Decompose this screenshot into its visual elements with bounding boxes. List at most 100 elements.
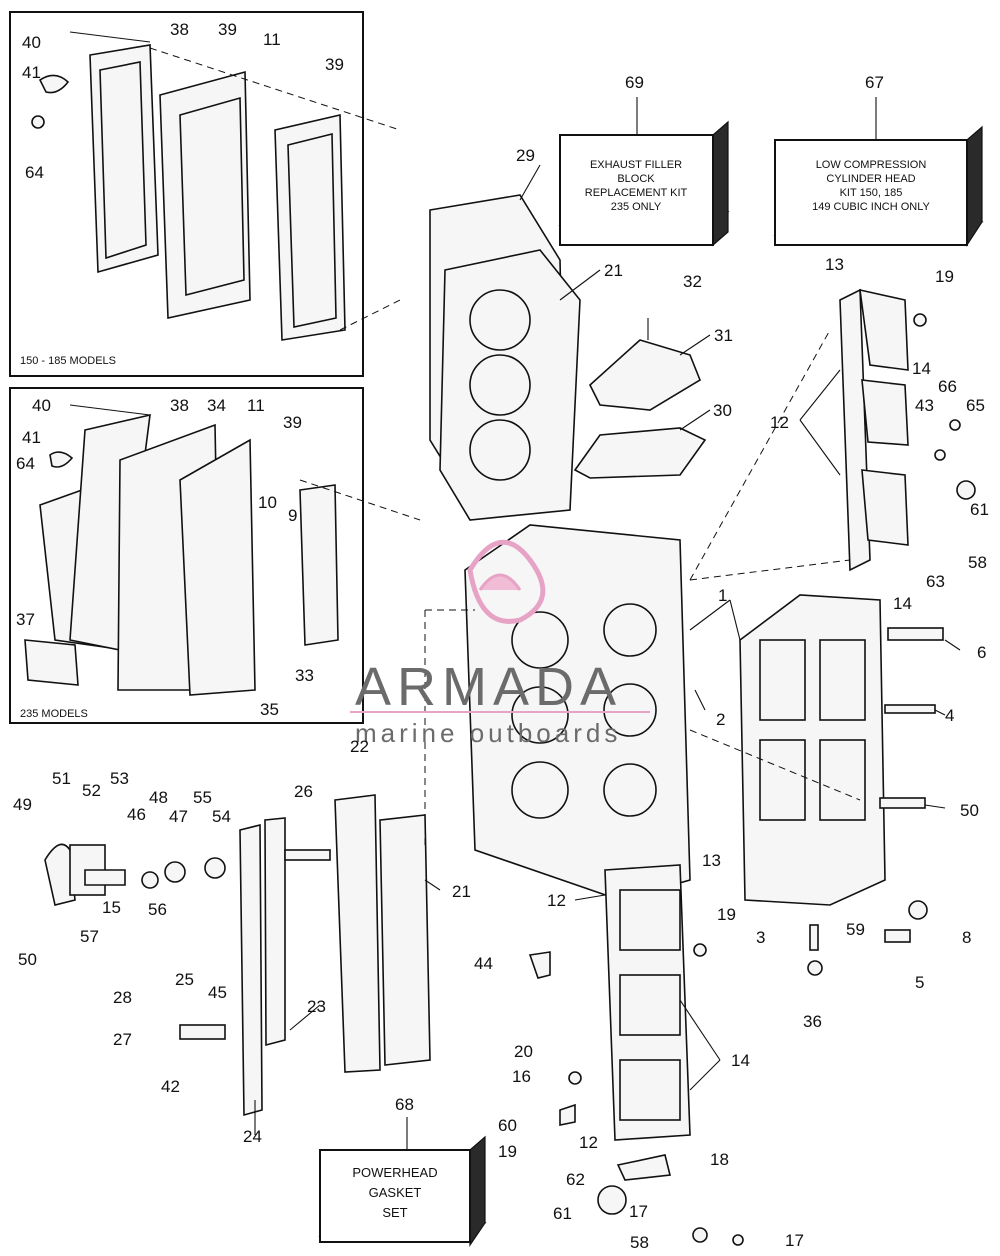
kit-69-line-4: 235 ONLY	[611, 201, 662, 213]
watermark-brand: ARMADA	[355, 657, 622, 717]
inset-235-models: 235 MODELS	[9, 387, 421, 724]
callout-64-a: 64	[25, 163, 44, 182]
kit-69-line-2: BLOCK	[617, 173, 655, 185]
callout-18: 18	[710, 1150, 729, 1169]
callout-labels: 40 38 39 11 39 41 64 40 38 34 11 39 41 6…	[13, 20, 989, 1252]
callout-9: 9	[288, 506, 297, 525]
callout-25: 25	[175, 970, 194, 989]
callout-42: 42	[161, 1077, 180, 1096]
callout-1: 1	[718, 586, 727, 605]
callout-61-b: 61	[553, 1204, 572, 1223]
callout-3: 3	[756, 928, 765, 947]
callout-19-c: 19	[498, 1142, 517, 1161]
callout-19-b: 19	[717, 905, 736, 924]
callout-40-b: 40	[32, 396, 51, 415]
callout-44: 44	[474, 954, 493, 973]
kit-67-line-2: CYLINDER HEAD	[826, 173, 915, 185]
callout-28: 28	[113, 988, 132, 1007]
callout-8: 8	[962, 928, 971, 947]
watermark-tagline: marine outboards	[355, 718, 621, 748]
callout-52: 52	[82, 781, 101, 800]
callout-38-b: 38	[170, 396, 189, 415]
callout-63: 63	[926, 572, 945, 591]
callout-12-a: 12	[770, 413, 789, 432]
reed-plate-assembly-lower	[604, 864, 691, 1141]
callout-55: 55	[193, 788, 212, 807]
callout-45: 45	[208, 983, 227, 1002]
callout-47: 47	[169, 807, 188, 826]
callout-22: 22	[350, 737, 369, 756]
cylinder-head-and-gasket	[429, 194, 581, 521]
callout-19-a: 19	[935, 267, 954, 286]
callout-34: 34	[207, 396, 226, 415]
callout-13-b: 13	[702, 851, 721, 870]
callout-37: 37	[16, 610, 35, 629]
inset-caption-235: 235 MODELS	[20, 708, 88, 720]
callout-58-a: 58	[968, 553, 987, 572]
callout-5: 5	[915, 973, 924, 992]
callout-61-a: 61	[970, 500, 989, 519]
kit-box-exhaust-filler: EXHAUST FILLER BLOCK REPLACEMENT KIT 235…	[558, 73, 730, 247]
exhaust-cover-and-gasket	[573, 318, 707, 479]
callout-27: 27	[113, 1030, 132, 1049]
kit-68-number: 68	[395, 1095, 414, 1114]
callout-32: 32	[683, 272, 702, 291]
callout-17-b: 17	[785, 1231, 804, 1250]
callout-64-b: 64	[16, 454, 35, 473]
callout-51: 51	[52, 769, 71, 788]
callout-54: 54	[212, 807, 231, 826]
inset-caption-150-185: 150 - 185 MODELS	[20, 355, 116, 367]
callout-39-c: 39	[283, 413, 302, 432]
kit-box-powerhead-gasket: POWERHEAD GASKET SET 68	[318, 1095, 487, 1247]
callout-66: 66	[938, 377, 957, 396]
callout-11-b: 11	[247, 396, 265, 415]
callout-53: 53	[110, 769, 129, 788]
callout-4: 4	[945, 706, 954, 725]
callout-31: 31	[714, 326, 733, 345]
kit-69-line-3: REPLACEMENT KIT	[585, 187, 688, 199]
callout-15: 15	[102, 898, 121, 917]
callout-58-b: 58	[630, 1233, 649, 1252]
callout-46: 46	[127, 805, 146, 824]
callout-12-c: 12	[579, 1133, 598, 1152]
reed-plate-assembly-upper	[689, 288, 909, 581]
kit-67-line-3: KIT 150, 185	[840, 187, 903, 199]
kit-68-line-1: POWERHEAD	[352, 1165, 437, 1180]
callout-30: 30	[713, 401, 732, 420]
callout-60: 60	[498, 1116, 517, 1135]
callout-11-a: 11	[263, 30, 281, 49]
callout-12-b: 12	[547, 891, 566, 910]
kit-67-number: 67	[865, 73, 884, 92]
callout-41-a: 41	[22, 63, 41, 82]
callout-50-b: 50	[18, 950, 37, 969]
callout-6: 6	[977, 643, 986, 662]
callout-49: 49	[13, 795, 32, 814]
leader-lines	[254, 164, 961, 1135]
kit-67-line-4: 149 CUBIC INCH ONLY	[812, 201, 930, 213]
kit-69-line-1: EXHAUST FILLER	[590, 159, 682, 171]
callout-39-b: 39	[325, 55, 344, 74]
callout-17-a: 17	[629, 1202, 648, 1221]
callout-14-b: 14	[893, 594, 912, 613]
callout-56: 56	[148, 900, 167, 919]
callout-40-a: 40	[22, 33, 41, 52]
kit-68-line-2: GASKET	[369, 1185, 422, 1200]
callout-48: 48	[149, 788, 168, 807]
inset-150-185-models: 150 - 185 MODELS	[9, 11, 401, 377]
callout-62: 62	[566, 1170, 585, 1189]
callout-57: 57	[80, 927, 99, 946]
callout-16: 16	[512, 1067, 531, 1086]
callout-23: 23	[307, 997, 326, 1016]
callout-13-a: 13	[825, 255, 844, 274]
kit-box-low-compression: LOW COMPRESSION CYLINDER HEAD KIT 150, 1…	[773, 73, 984, 248]
callout-59: 59	[846, 920, 865, 939]
callout-43: 43	[915, 396, 934, 415]
callout-36: 36	[803, 1012, 822, 1031]
exhaust-manifold-and-gaskets	[239, 609, 475, 1117]
callout-21-a: 21	[604, 261, 623, 280]
callout-26: 26	[294, 782, 313, 801]
callout-65: 65	[966, 396, 985, 415]
kit-67-line-1: LOW COMPRESSION	[816, 159, 927, 171]
callout-41-b: 41	[22, 428, 41, 447]
